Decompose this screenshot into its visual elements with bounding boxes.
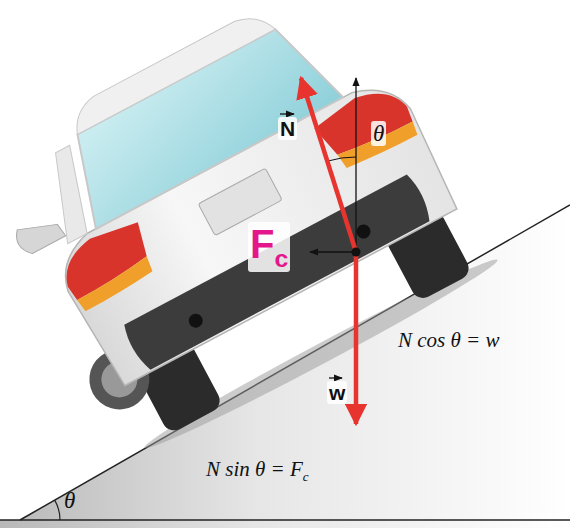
vector-mark	[329, 377, 342, 378]
equation: N cos θ = w	[398, 329, 500, 352]
label-main: N sin θ = F	[206, 457, 303, 481]
horizontal-line	[0, 519, 570, 521]
force-label: Fc	[248, 222, 290, 272]
theta-arc	[328, 157, 356, 161]
label-subscript: c	[274, 245, 288, 272]
angle-label: θ	[371, 121, 386, 146]
vertical-axis-arrow	[355, 78, 356, 252]
angle-arc	[55, 500, 60, 520]
vector-mark	[280, 113, 294, 114]
equation: N sin θ = Fc	[206, 458, 309, 484]
weight-arrow	[354, 252, 359, 424]
label-subscript: c	[303, 469, 309, 484]
bank-ground	[0, 205, 570, 528]
force-label: w	[327, 381, 347, 404]
angle-label: θ	[64, 488, 75, 513]
normal-force-arrow	[301, 78, 356, 252]
label-main: F	[250, 222, 274, 266]
car	[0, 0, 502, 466]
center-dot	[352, 248, 361, 257]
force-label: N	[278, 117, 297, 140]
centripetal-arrow	[310, 251, 356, 252]
